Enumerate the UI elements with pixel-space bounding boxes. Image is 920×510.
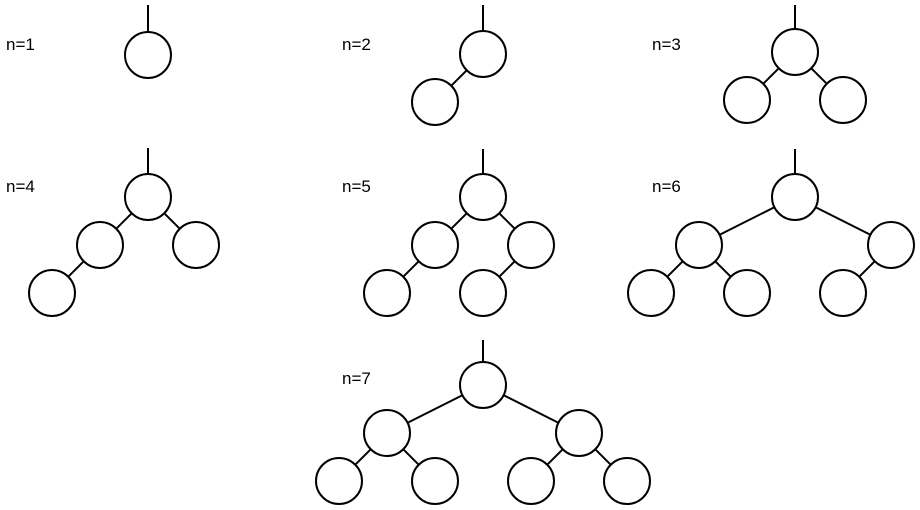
tree-node bbox=[411, 221, 459, 269]
tree-n3: n=3 bbox=[652, 5, 867, 124]
tree-node bbox=[723, 76, 771, 124]
tree-edge bbox=[595, 449, 611, 465]
tree-edge bbox=[547, 449, 563, 465]
tree-label-n2: n=2 bbox=[342, 35, 371, 54]
tree-edge bbox=[763, 68, 779, 84]
tree-node bbox=[819, 76, 867, 124]
tree-edge bbox=[499, 213, 515, 229]
tree-edge bbox=[451, 70, 467, 86]
tree-node bbox=[76, 221, 124, 269]
tree-n6: n=6 bbox=[627, 149, 915, 317]
tree-label-n1: n=1 bbox=[6, 35, 35, 54]
tree-label-n6: n=6 bbox=[652, 177, 681, 196]
tree-edge bbox=[815, 206, 871, 236]
tree-label-n5: n=5 bbox=[342, 177, 371, 196]
tree-n2: n=2 bbox=[342, 5, 507, 126]
tree-node bbox=[459, 361, 507, 409]
tree-n4: n=4 bbox=[6, 148, 220, 317]
tree-edge bbox=[355, 449, 371, 465]
tree-node bbox=[315, 457, 363, 505]
tree-n5: n=5 bbox=[342, 149, 555, 317]
tree-edge bbox=[503, 394, 559, 424]
tree-node bbox=[507, 221, 555, 269]
tree-node bbox=[603, 457, 651, 505]
tree-label-n3: n=3 bbox=[652, 35, 681, 54]
tree-node bbox=[459, 30, 507, 78]
tree-node bbox=[771, 28, 819, 76]
tree-n7: n=7 bbox=[315, 340, 651, 505]
tree-node bbox=[363, 409, 411, 457]
tree-edge bbox=[68, 261, 84, 277]
tree-node bbox=[819, 269, 867, 317]
tree-node bbox=[363, 269, 411, 317]
tree-edge bbox=[407, 394, 463, 424]
tree-node bbox=[459, 173, 507, 221]
tree-edge bbox=[403, 261, 419, 277]
tree-node bbox=[411, 78, 459, 126]
tree-edge bbox=[164, 213, 180, 229]
tree-edge bbox=[715, 261, 731, 277]
tree-edge bbox=[451, 213, 467, 229]
tree-node bbox=[555, 409, 603, 457]
tree-n1: n=1 bbox=[6, 5, 172, 79]
tree-edge bbox=[667, 261, 683, 277]
tree-node bbox=[172, 221, 220, 269]
tree-edge bbox=[116, 213, 132, 229]
tree-node bbox=[675, 221, 723, 269]
tree-label-n7: n=7 bbox=[342, 369, 371, 388]
tree-edge bbox=[403, 449, 419, 465]
tree-edge bbox=[719, 206, 775, 236]
tree-node bbox=[723, 269, 771, 317]
tree-edge bbox=[859, 261, 875, 277]
tree-node bbox=[124, 31, 172, 79]
tree-edge bbox=[499, 261, 515, 277]
tree-node bbox=[627, 269, 675, 317]
tree-node bbox=[124, 173, 172, 221]
tree-node bbox=[411, 457, 459, 505]
tree-node bbox=[771, 173, 819, 221]
tree-node bbox=[507, 457, 555, 505]
tree-node bbox=[867, 221, 915, 269]
tree-node bbox=[459, 269, 507, 317]
tree-edge bbox=[811, 68, 827, 84]
tree-label-n4: n=4 bbox=[6, 177, 35, 196]
tree-node bbox=[28, 269, 76, 317]
